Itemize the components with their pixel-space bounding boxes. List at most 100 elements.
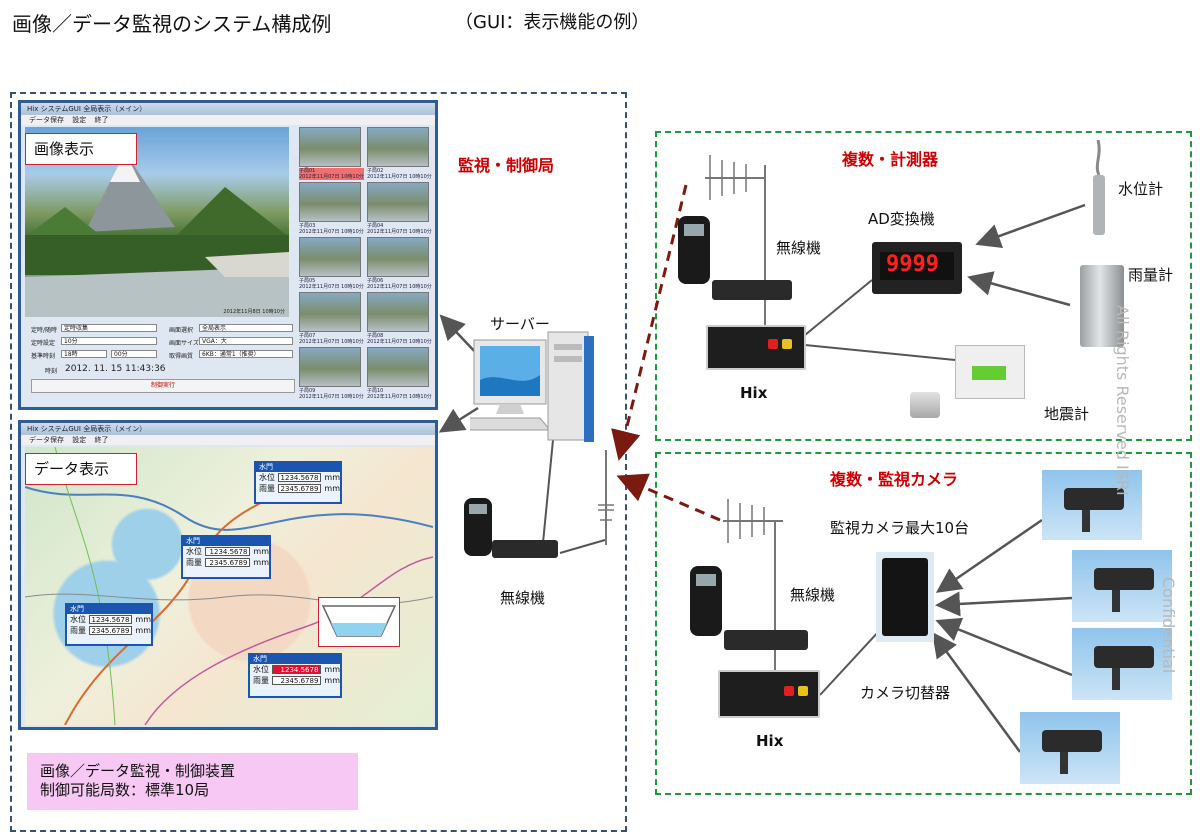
device-panel-line2: 制御可能局数：標準10局 [40, 781, 210, 799]
switcher-label: カメラ切替器 [860, 684, 951, 702]
rain-gauge-icon [1080, 265, 1124, 347]
screen-size-select[interactable]: VGA：大 [199, 337, 293, 345]
screen-select[interactable]: 全局表示 [199, 324, 293, 332]
server-computer [458, 330, 600, 460]
menu-settings[interactable]: 設定 [72, 436, 87, 444]
photo-caption: 2012年11月8日 10時10分 [223, 309, 285, 315]
confidential-watermark: Confidential [1159, 577, 1178, 674]
interval-select[interactable]: 10分 [61, 337, 157, 345]
menu-save[interactable]: データ保存 [29, 116, 64, 124]
base-minute-select[interactable]: 00分 [111, 350, 157, 358]
time-value: 2012. 11. 15 11:43:36 [65, 364, 166, 374]
execute-button[interactable]: 制御実行 [31, 379, 295, 393]
unit: mm [135, 615, 151, 624]
menu-save[interactable]: データ保存 [29, 436, 64, 444]
max-cameras-label: 監視カメラ最大10台 [830, 519, 970, 537]
hix-to-switcher-line [819, 629, 881, 696]
level-label: 水位 [259, 473, 275, 482]
radio-to-antenna-line [559, 539, 606, 554]
antenna-icon [598, 450, 614, 545]
rain-value: 2345.6789 [205, 558, 251, 567]
base-hour-select[interactable]: 18時 [61, 350, 107, 358]
thumbnail[interactable] [299, 237, 361, 277]
thumbnail[interactable] [367, 237, 429, 277]
yagi-antenna-icon [705, 155, 765, 200]
menu-settings[interactable]: 設定 [72, 116, 87, 124]
rain-gauge-label: 雨量計 [1128, 266, 1174, 284]
rain-value: 2345.6789 [89, 626, 133, 635]
hix-to-seismo-line [804, 344, 956, 361]
window-menu: データ保存 設定 終了 [21, 115, 435, 125]
radio-unit-icon [712, 280, 792, 300]
menu-exit[interactable]: 終了 [94, 436, 109, 444]
device-panel-line1: 画像／データ監視・制御装置 [40, 762, 236, 780]
rain-label: 雨量 [186, 558, 202, 567]
level-value: 1234.5678 [205, 547, 251, 556]
data-display-tag: データ表示 [25, 453, 137, 485]
control-station-frame [10, 92, 627, 832]
camera-label: 複数・監視カメラ [830, 470, 959, 489]
cam-radio-label: 無線機 [790, 586, 836, 604]
station-name: 水門 [250, 655, 340, 664]
server-to-image-arrow [439, 314, 479, 356]
quality-select[interactable]: 6KB：通常1（推奨） [199, 350, 293, 358]
cam-hix-label: Hix [756, 732, 784, 750]
rain-label: 雨量 [70, 626, 86, 635]
thumbnail[interactable] [367, 347, 429, 387]
meas-radio-label: 無線機 [776, 239, 822, 257]
cam3-to-switcher-arrow [935, 617, 1073, 677]
unit: mm [324, 676, 340, 685]
radio-label: 無線機 [500, 589, 546, 607]
thumbnail[interactable] [299, 127, 361, 167]
level-label: 水位 [70, 615, 86, 624]
ad-display-value: 9999 [886, 252, 939, 277]
thumbnail[interactable] [367, 182, 429, 222]
main-photo: 2012年11月8日 10時10分 [25, 127, 289, 317]
unit: mm [324, 665, 340, 674]
unit: mm [253, 547, 269, 556]
control-station-label: 監視・制御局 [458, 156, 555, 175]
unit: mm [253, 558, 269, 567]
copyright-watermark: All Rights Reserved ISRI [1113, 305, 1132, 496]
cam4-to-switcher-arrow [932, 631, 1022, 753]
water-level-sensor-icon [1093, 140, 1105, 235]
camera-switcher-icon [876, 552, 934, 642]
level-value: 1234.5678 [278, 473, 322, 482]
radio-unit-icon [492, 540, 558, 558]
hix-to-adconv-line [804, 279, 873, 336]
cross-section-inset[interactable] [318, 597, 400, 647]
thumbnail[interactable] [367, 292, 429, 332]
station-name: 水門 [256, 463, 340, 472]
thumbnail[interactable] [299, 292, 361, 332]
thumbnail[interactable] [299, 182, 361, 222]
seismic-sensor-icon [910, 392, 940, 418]
menu-exit[interactable]: 終了 [94, 116, 109, 124]
collection-mode-select[interactable]: 定時収集 [61, 324, 157, 332]
station-map[interactable] [25, 447, 433, 725]
ctrl-label: 基準時刻 [31, 353, 56, 360]
unit: mm [324, 484, 340, 493]
thumbnail[interactable] [367, 127, 429, 167]
radio-unit-icon [724, 630, 808, 650]
rain-value: 2345.6789 [278, 484, 322, 493]
camera-radio-link [616, 473, 721, 522]
server-to-data-arrow [438, 406, 479, 433]
data-display-window: Hix システムGUI 全局表示（メイン） データ保存 設定 終了 データ表示 … [18, 420, 438, 730]
level-value-alarm: 1234.5678 [272, 665, 322, 674]
rain-to-adconv-arrow [967, 271, 1071, 307]
thumbnail[interactable] [299, 347, 361, 387]
window-titlebar: Hix システムGUI 全局表示（メイン） [21, 103, 435, 115]
water-level-label: 水位計 [1118, 180, 1164, 198]
cam2-to-switcher-arrow [935, 591, 1073, 617]
